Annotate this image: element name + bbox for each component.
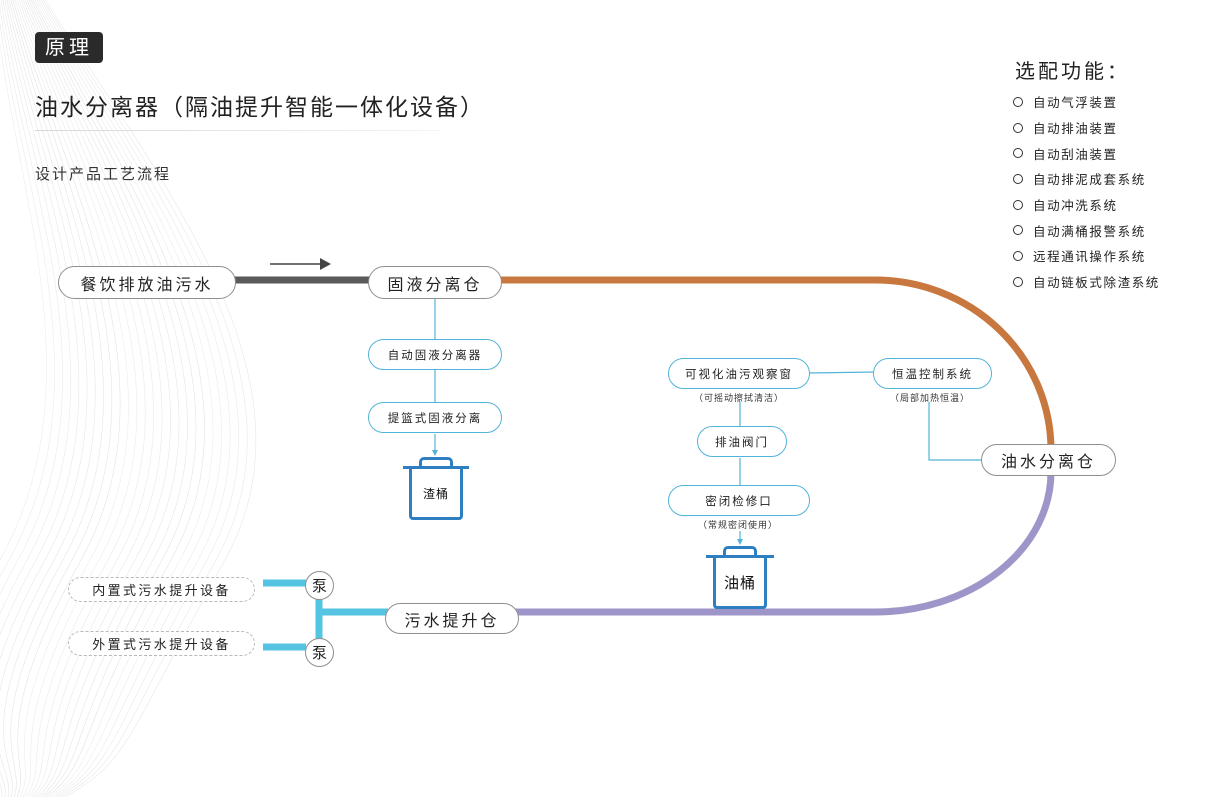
option-label: 自动冲洗系统 [1033,198,1118,214]
inlet-node: 餐饮排放油污水 [58,266,236,299]
circle-icon [1013,173,1023,184]
option-label: 自动链板式除渣系统 [1033,275,1160,291]
temp-note: （局部加热恒温） [890,394,971,404]
circle-icon [1013,96,1023,107]
decorative-line [3,0,104,797]
residue-bucket: 渣桶 [403,456,469,522]
decorative-line [32,0,205,797]
inspection-note: （常规密闭使用） [698,521,779,531]
external-lift-node: 外置式污水提升设备 [68,631,255,656]
option-label: 自动排油装置 [1033,121,1118,137]
decorative-line [0,0,88,797]
option-label: 远程通讯操作系统 [1033,249,1146,265]
decorative-line [0,22,55,578]
option-item: 自动气浮装置 [1013,89,1160,115]
decorative-line [0,41,47,561]
decorative-line [42,0,248,797]
lift-pipes [263,579,388,651]
option-item: 自动冲洗系统 [1013,192,1160,218]
auto-separator-node: 自动固液分离器 [368,339,502,370]
solid-liquid-tank-node: 固液分离仓 [368,266,502,299]
principle-badge: 原理 [35,32,103,63]
flow-direction-arrow [270,258,331,270]
decorative-line [36,0,222,797]
lift-tank-node: 污水提升仓 [385,603,519,634]
decorative-line [22,0,163,797]
internal-lift-node: 内置式污水提升设备 [68,577,255,602]
option-label: 自动气浮装置 [1033,95,1118,111]
option-item: 自动排泥成套系统 [1013,166,1160,192]
inspection-port-node: 密闭检修口 [668,485,810,516]
option-item: 自动满桶报警系统 [1013,217,1160,243]
decorative-line [0,0,80,797]
connector-lines [434,298,982,541]
oil-valve-node: 排油阀门 [697,426,787,457]
oil-bucket-label: 油桶 [713,558,767,609]
decorative-line [38,0,231,797]
residue-bucket-label: 渣桶 [409,469,463,520]
water-pipe [515,471,1055,616]
bucket-handle-icon [723,546,757,556]
option-label: 自动排泥成套系统 [1033,172,1146,188]
circle-icon [1013,276,1023,287]
observation-note: （可摇动擦拭清洁） [694,394,785,404]
page-title: 油水分离器（隔油提升智能一体化设备） [35,95,485,121]
option-item: 自动链板式除渣系统 [1013,269,1160,295]
decorative-line [16,0,138,797]
decorative-line [44,0,257,797]
decorative-line [30,0,197,797]
circle-icon [1013,122,1023,133]
page-subtitle: 设计产品工艺流程 [35,165,172,183]
decorative-line [14,0,129,797]
decorative-line [0,0,72,615]
circle-icon [1013,199,1023,210]
decorative-line [0,4,63,596]
options-list: 自动气浮装置 自动排油装置 自动刮油装置 自动排泥成套系统 自动冲洗系统 自动满… [1013,89,1160,295]
option-item: 自动刮油装置 [1013,140,1160,166]
oil-pipe [498,276,1055,451]
decorative-line [24,0,171,797]
decorative-line [40,0,239,797]
option-label: 自动满桶报警系统 [1033,223,1146,239]
bucket-handle-icon [419,457,453,467]
title-divider [35,130,440,131]
decorative-line [12,0,121,797]
decorative-line [26,0,180,797]
basket-separator-node: 提篮式固液分离 [368,402,502,433]
bucket-rim-icon [706,555,774,558]
decorative-line [18,0,146,797]
pump-icon-upper: 泵 [305,571,334,600]
bucket-rim-icon [403,466,469,469]
option-item: 远程通讯操作系统 [1013,243,1160,269]
pump-icon-lower: 泵 [305,638,334,667]
option-label: 自动刮油装置 [1033,146,1118,162]
decorative-line [0,0,96,797]
decorative-line [28,0,188,797]
observation-window-node: 可视化油污观察窗 [668,358,810,389]
options-title: 选配功能： [1015,59,1130,83]
temp-control-node: 恒温控制系统 [873,358,992,389]
circle-icon [1013,148,1023,159]
decorative-line [20,0,154,797]
circle-icon [1013,225,1023,236]
decorative-line [10,0,113,797]
circle-icon [1013,250,1023,261]
oil-bucket: 油桶 [706,545,774,610]
oil-water-tank-node: 油水分离仓 [981,444,1116,476]
option-item: 自动排油装置 [1013,115,1160,141]
decorative-line [34,0,214,797]
